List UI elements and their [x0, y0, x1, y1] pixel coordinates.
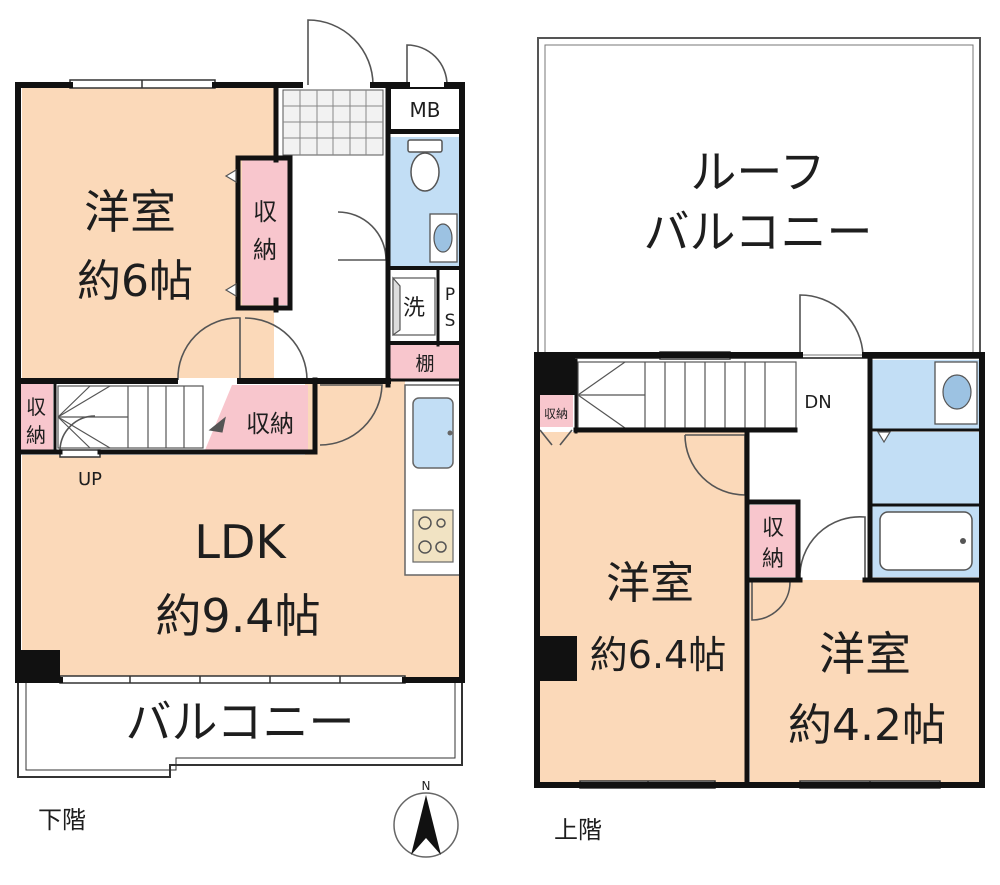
compass-icon: N: [393, 779, 459, 858]
column: [18, 650, 60, 680]
roof-balcony-label-2: バルコニー: [643, 205, 872, 259]
room-b-floor: [750, 580, 980, 784]
storage-stairs-floor: [205, 385, 308, 450]
lower-walls: [15, 82, 465, 683]
roof-balcony-label-1: ルーフ: [690, 145, 825, 199]
washer-label: 洗: [403, 296, 425, 321]
upper-column-top: [537, 355, 575, 395]
lower-stairs: [57, 385, 226, 449]
storage-mid-floor: [750, 505, 798, 577]
meter-box-label: MB: [410, 98, 441, 122]
storage-main-floor: [242, 160, 289, 305]
storage-small-label-1: 収: [26, 395, 46, 419]
balcony-label: バルコニー: [125, 695, 354, 749]
upper-column-mid: [537, 636, 577, 681]
shelf-label: 棚: [415, 353, 434, 375]
washer-icon: [392, 276, 436, 337]
bathtub-icon: [879, 511, 973, 571]
storage-main-label-1: 収: [253, 198, 277, 226]
lower-floor: 洋室 約6帖 収 納 収 納 収納 UP LDK 約9.4帖 棚 MB 洗 P …: [15, 19, 465, 834]
western-room-size: 約6帖: [77, 256, 193, 307]
storage-mid-label-2: 納: [762, 547, 784, 572]
storage-mid-label-1: 収: [762, 516, 784, 541]
upper-basin-icon: [934, 361, 978, 425]
storage-small-label-2: 納: [26, 423, 46, 447]
storage-stairs-label: 収納: [246, 410, 294, 438]
pipe-space-label-2: S: [445, 311, 456, 331]
basin-icon: [429, 213, 458, 263]
room-b-size: 約4.2帖: [788, 700, 946, 751]
entrance-tiles: [282, 89, 384, 156]
compass-north-label: N: [422, 779, 431, 793]
upper-floor: ルーフ バルコニー DN 収納 収 納 洋室 約6.4帖 洋室 約4.2帖 上階: [534, 37, 985, 844]
ldk-name: LDK: [194, 515, 287, 569]
toilet-icon: [407, 139, 443, 192]
upper-floor-label: 上階: [554, 816, 602, 844]
stove-icon: [412, 509, 454, 563]
kitchen-counter: [404, 384, 461, 576]
ldk-size: 約9.4帖: [155, 589, 320, 643]
storage-tiny-label: 収納: [544, 407, 568, 421]
stairs-dn-label: DN: [804, 392, 831, 413]
western-room-floor: [22, 88, 274, 378]
western-room-name: 洋室: [84, 185, 176, 239]
upper-doors: [539, 294, 866, 621]
storage-small-floor: [20, 384, 53, 454]
pipe-space-label-1: P: [445, 285, 455, 305]
room-a-floor: [540, 432, 745, 784]
shelf-floor: [390, 345, 460, 380]
room-a-size: 約6.4帖: [590, 633, 726, 677]
sink-icon: [412, 397, 454, 469]
storage-tiny-floor: [540, 395, 573, 427]
upper-stairs: [577, 361, 797, 429]
balcony-outline: [17, 680, 463, 778]
room-a-name: 洋室: [606, 558, 694, 609]
stairs-up-label: UP: [78, 469, 102, 490]
storage-main-label-2: 納: [253, 236, 277, 264]
ldk-floor: [22, 455, 462, 680]
room-b-name: 洋室: [819, 627, 911, 681]
lower-floor-label: 下階: [38, 806, 86, 834]
